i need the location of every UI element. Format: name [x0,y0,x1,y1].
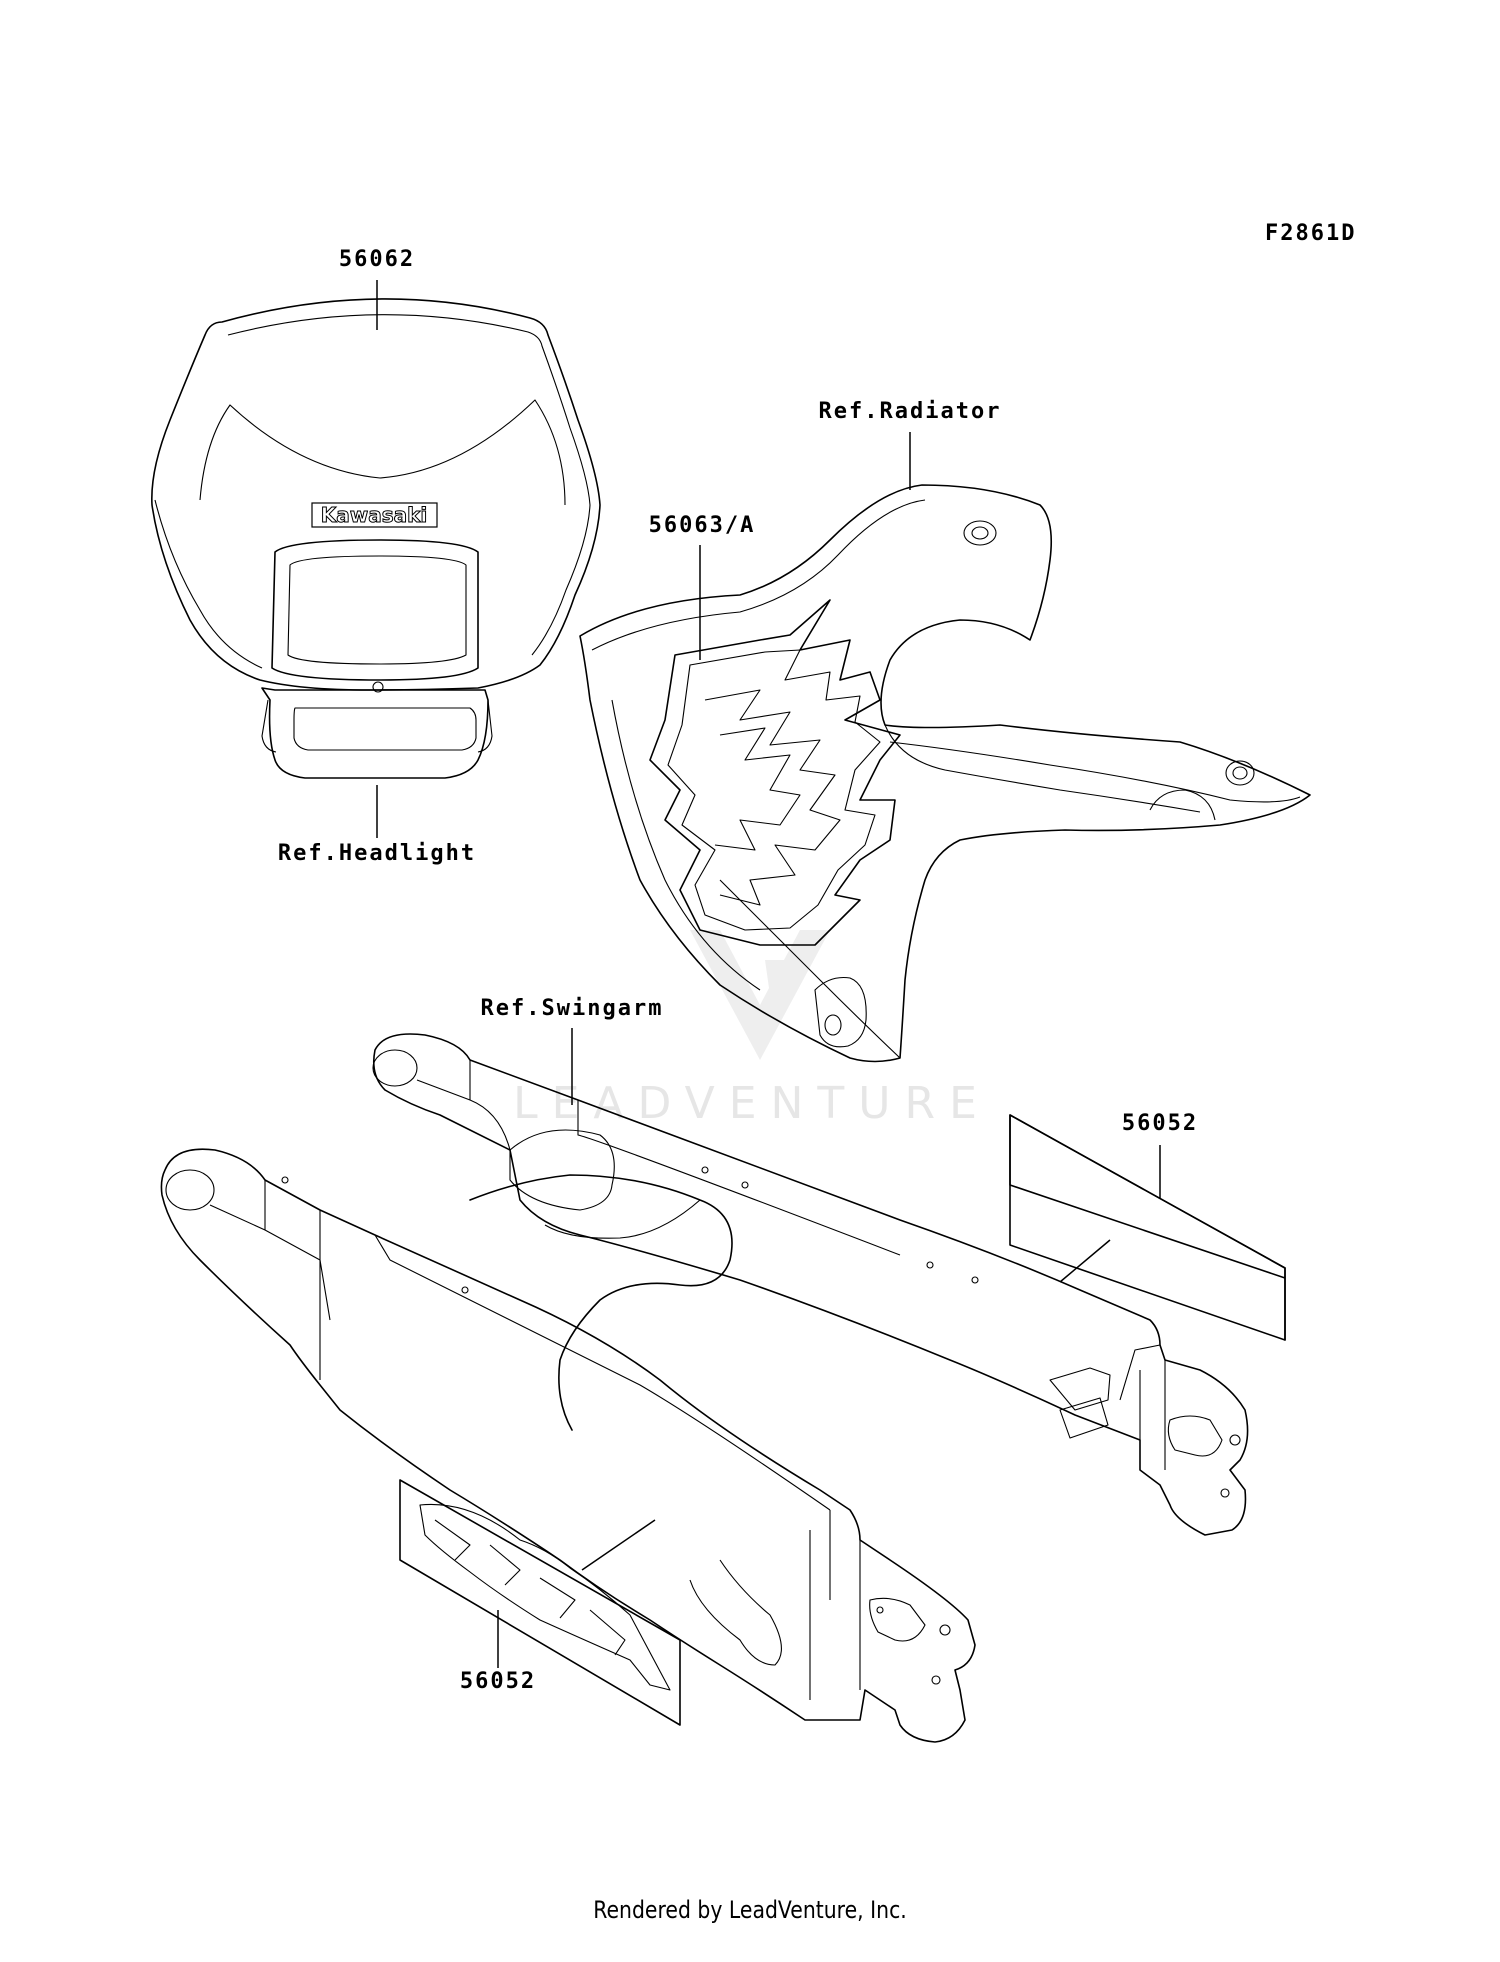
kawasaki-logo: Kawasaki [311,502,438,528]
swingarm-decal-lower[interactable] [399,1479,681,1726]
footer-rendered-by: Rendered by LeadVenture, Inc. [593,1896,907,1924]
watermark-text: LEADVENTURE [513,1078,991,1129]
leader-56052-lower-to-arm [581,1519,656,1571]
watermark-logo [690,930,830,1060]
ref-swingarm-label[interactable]: Ref.Swingarm [481,996,664,1021]
figure-code: F2861D [1265,221,1356,246]
radiator-shroud[interactable] [579,484,1311,1063]
number-plate[interactable]: Kawasaki [151,298,601,693]
leader-56052-upper-to-arm [1059,1239,1111,1283]
part-number-56063a[interactable]: 56063/A [649,513,756,538]
part-number-56052-upper[interactable]: 56052 [1122,1111,1198,1136]
headlight-housing[interactable] [261,687,493,779]
part-number-56052-lower[interactable]: 56052 [460,1669,536,1694]
swingarm[interactable] [160,1033,1249,1743]
swingarm-decal-upper[interactable] [1009,1114,1286,1341]
ref-radiator-label[interactable]: Ref.Radiator [819,399,1002,424]
radiator-decal-graphic[interactable] [649,599,901,946]
kawasaki-logo-text: Kawasaki [321,503,428,527]
part-number-56062[interactable]: 56062 [339,247,415,272]
ref-headlight-label[interactable]: Ref.Headlight [278,841,476,866]
